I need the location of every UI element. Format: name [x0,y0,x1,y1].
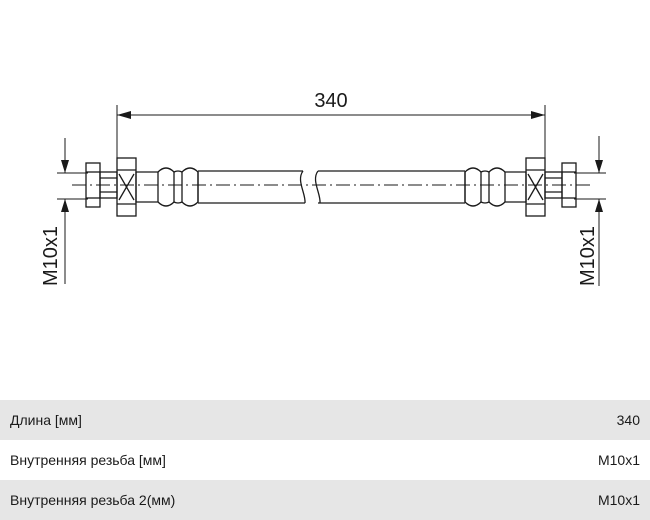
arrowhead-down [595,160,603,173]
spec-value: M10x1 [597,492,640,508]
right-fitting [464,157,577,217]
spec-label: Внутренняя резьба 2(мм) [10,492,176,508]
left-thread-label: M10x1 [40,226,62,286]
right-thread-dimension [574,136,606,286]
spec-row-length: Длина [мм] 340 [0,400,650,440]
spec-value: 340 [616,412,640,428]
spec-row-inner-thread: Внутренняя резьба [мм] M10x1 [0,440,650,480]
arrowhead-up [61,199,69,212]
length-label: 340 [314,90,347,112]
length-dimension [116,105,546,160]
left-fitting [85,157,199,217]
left-thread-dimension [57,138,88,284]
arrowhead-right [531,111,545,119]
right-thread-label: M10x1 [577,226,599,286]
spec-table: Длина [мм] 340 Внутренняя резьба [мм] M1… [0,400,650,520]
spec-row-inner-thread-2: Внутренняя резьба 2(мм) M10x1 [0,480,650,520]
arrowhead-up [595,199,603,212]
arrowhead-left [117,111,131,119]
spec-value: M10x1 [597,452,640,468]
spec-label: Внутренняя резьба [мм] [10,452,166,468]
brake-hose-drawing: 340 [40,90,606,286]
arrowhead-down [61,160,69,173]
spec-label: Длина [мм] [10,412,82,428]
hose-body [198,170,465,204]
